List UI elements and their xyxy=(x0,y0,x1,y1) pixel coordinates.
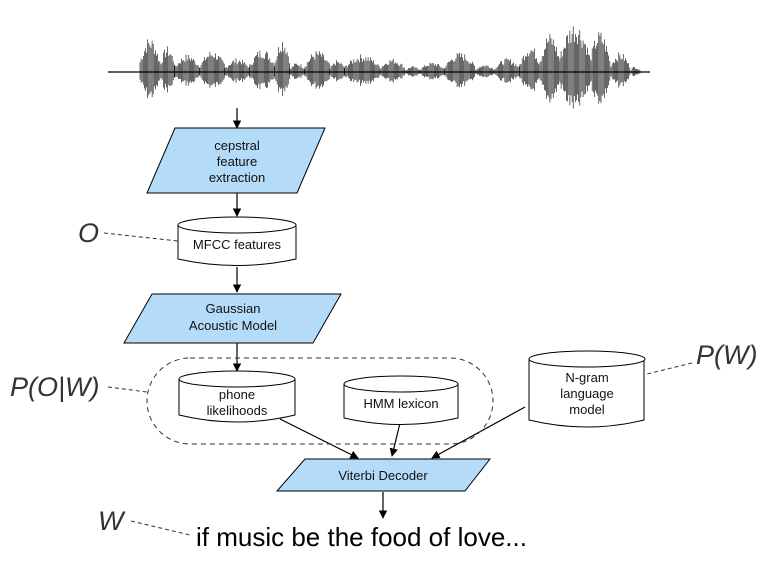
leader-p-w xyxy=(642,362,693,376)
ngram-line-1: N-gram xyxy=(565,370,608,385)
gaussian-acoustic-model-node: Gaussian Acoustic Model xyxy=(123,293,342,344)
cepstral-line-2: feature xyxy=(217,154,257,169)
variable-w: W xyxy=(98,506,126,536)
phone-line-2: likelihoods xyxy=(207,403,268,418)
arrow-hmm-to-viterbi xyxy=(389,422,401,457)
cepstral-feature-extraction-node: cepstral feature extraction xyxy=(146,127,326,194)
speech-waveform-icon xyxy=(108,26,650,109)
hmm-lexicon-node: HMM lexicon xyxy=(343,375,459,425)
variable-o: O xyxy=(78,218,99,248)
gaussian-line-1: Gaussian xyxy=(206,301,261,316)
connectors xyxy=(232,108,526,519)
phone-line-1: phone xyxy=(219,387,255,402)
cepstral-line-1: cepstral xyxy=(214,138,260,153)
variable-p-w: P(W) xyxy=(696,340,757,370)
phone-likelihoods-node: phone likelihoods xyxy=(178,370,296,423)
viterbi-decoder-node: Viterbi Decoder xyxy=(275,458,492,492)
cepstral-line-3: extraction xyxy=(209,170,265,185)
hmm-label: HMM lexicon xyxy=(363,396,438,411)
leader-o xyxy=(103,232,179,242)
arrow-ngram-to-viterbi xyxy=(431,406,526,459)
viterbi-label: Viterbi Decoder xyxy=(338,468,428,483)
ngram-line-3: model xyxy=(569,402,605,417)
leader-p-o-w xyxy=(107,386,148,393)
ngram-language-model-node: N-gram language model xyxy=(528,350,646,428)
output-transcription: if music be the food of love... xyxy=(196,522,527,552)
variable-leaders xyxy=(103,232,693,536)
ngram-line-2: language xyxy=(560,386,614,401)
mfcc-features-node: MFCC features xyxy=(177,216,297,266)
variable-p-o-w: P(O|W) xyxy=(10,372,100,402)
gaussian-line-2: Acoustic Model xyxy=(189,318,277,333)
likelihood-group-outline xyxy=(146,357,494,445)
mfcc-label: MFCC features xyxy=(193,237,282,252)
leader-w xyxy=(130,520,191,536)
arrow-phone-to-viterbi xyxy=(279,418,359,459)
